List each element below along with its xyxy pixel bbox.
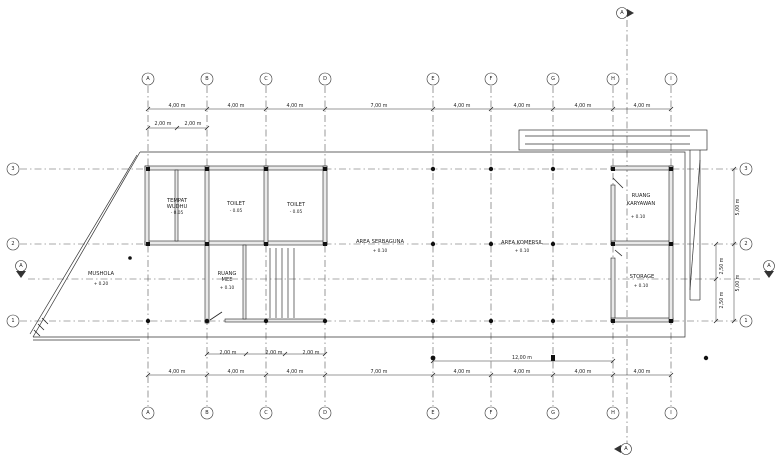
bottom-span-label: 4,00 m — [575, 369, 592, 375]
grid-bubble-label: E — [431, 76, 434, 82]
room-name: RUANG — [218, 271, 237, 277]
grid-bubble-label: D — [323, 410, 327, 416]
room-elevation: - 0.05 — [171, 210, 184, 216]
grid-bubble-label: H — [611, 410, 615, 416]
grid-bubble-label: I — [670, 410, 671, 416]
bottom-sub-span-label: 2,00 m — [303, 350, 320, 356]
bottom-span-label: 4,00 m — [454, 369, 471, 375]
room-name: WUDHU — [167, 204, 188, 210]
structural-columns — [128, 166, 709, 361]
grid-bubble-label: E — [431, 410, 434, 416]
top-span-label: 4,00 m — [169, 103, 186, 109]
grid-bubbles-right: 3 2 1 — [739, 162, 753, 328]
section-marker-label: A — [624, 446, 628, 452]
grid-bubble-label: I — [670, 76, 671, 82]
grid-bubble-label: 3 — [744, 166, 747, 172]
room-elevation: + 0.10 — [220, 285, 235, 291]
grid-bubble-label: 3 — [11, 166, 14, 172]
bottom-dimension-chain: 2,00 m 2,00 m 2,00 m 12,00 m 4,00 m 4,00… — [145, 350, 674, 378]
bottom-overall-label: 12,00 m — [512, 355, 532, 361]
bottom-span-label: 4,00 m — [287, 369, 304, 375]
section-marker-label: A — [620, 10, 624, 16]
room-name: RUANG — [632, 193, 651, 199]
bottom-span-label: 4,00 m — [169, 369, 186, 375]
grid-bubble-label: F — [490, 410, 493, 416]
room-name: AREA KOMERSIL — [501, 240, 543, 246]
grid-bubble-label: 1 — [744, 318, 747, 324]
room-name: MUSHOLA — [88, 271, 115, 277]
grid-bubbles-bottom: A B C D E F G H I — [141, 406, 678, 420]
top-sub-span-label: 2,00 m — [155, 121, 172, 127]
room-elevation: + 0.10 — [373, 248, 388, 254]
right-outer-label: 5,00 m — [735, 274, 741, 291]
grid-bubble-label: G — [551, 410, 555, 416]
top-dimension-chain: 4,00 m 4,00 m 4,00 m 7,00 m 4,00 m 4,00 … — [145, 103, 674, 131]
bottom-sub-span-label: 2,00 m — [266, 350, 283, 356]
grid-bubble-label: F — [490, 76, 493, 82]
grid-bubbles-left: 3 2 1 — [6, 162, 20, 328]
room-name: TOILET — [226, 201, 246, 207]
bottom-span-label: 4,00 m — [228, 369, 245, 375]
right-outer-label: 5,00 m — [735, 198, 741, 215]
grid-bubble-label: D — [323, 76, 327, 82]
grid-bubble-label: 2 — [11, 241, 14, 247]
bottom-sub-span-label: 2,00 m — [220, 350, 237, 356]
room-elevation: + 0.20 — [94, 281, 109, 287]
grid-bubble-label: B — [205, 410, 209, 416]
room-name: STORAGE — [630, 274, 655, 280]
bottom-span-label: 4,00 m — [514, 369, 531, 375]
room-elevation: + 0.10 — [634, 283, 649, 289]
top-span-label: 4,00 m — [575, 103, 592, 109]
grid-bubbles-top: A B C D E F G H I — [141, 72, 678, 86]
room-elevation: + 0.10 — [631, 214, 646, 220]
room-labels: TEMPAT WUDHU - 0.05 TOILET - 0.05 TOILET… — [88, 193, 655, 291]
top-sub-span-label: 2,00 m — [185, 121, 202, 127]
top-span-label: 4,00 m — [228, 103, 245, 109]
room-name: TOILET — [286, 202, 306, 208]
section-markers: A A A A — [15, 7, 775, 455]
top-span-label: 4,00 m — [287, 103, 304, 109]
bottom-span-label: 7,00 m — [371, 369, 388, 375]
grid-bubble-label: G — [551, 76, 555, 82]
grid-bubble-label: A — [146, 76, 150, 82]
room-elevation: - 0.05 — [290, 209, 303, 215]
room-elevation: - 0.05 — [230, 208, 243, 214]
walls — [33, 165, 674, 337]
right-inner-label: 2,50 m — [719, 291, 725, 308]
top-span-label: 7,00 m — [371, 103, 388, 109]
bottom-span-label: 4,00 m — [634, 369, 651, 375]
room-name: MEE — [221, 277, 232, 283]
grid-bubble-label: A — [146, 410, 150, 416]
grid-bubble-label: 2 — [744, 241, 747, 247]
room-name: KARYAWAN — [627, 201, 656, 207]
grid-lines — [20, 20, 762, 448]
section-marker-label: A — [767, 263, 771, 269]
grid-bubble-label: C — [264, 76, 268, 82]
top-span-label: 4,00 m — [634, 103, 651, 109]
room-name: TEMPAT — [166, 198, 188, 204]
grid-bubble-label: B — [205, 76, 209, 82]
top-span-label: 4,00 m — [454, 103, 471, 109]
grid-bubble-label: C — [264, 410, 268, 416]
right-inner-label: 2,50 m — [719, 257, 725, 274]
room-elevation: + 0.10 — [515, 248, 530, 254]
grid-bubble-label: 1 — [11, 318, 14, 324]
room-name: AREA SERBAGUNA — [356, 239, 405, 245]
top-span-label: 4,00 m — [514, 103, 531, 109]
building-outline — [29, 129, 708, 341]
grid-bubble-label: H — [611, 76, 615, 82]
right-dimension-chain: 5,00 m 5,00 m 2,50 m 2,50 m — [713, 166, 741, 324]
section-marker-label: A — [19, 263, 23, 269]
